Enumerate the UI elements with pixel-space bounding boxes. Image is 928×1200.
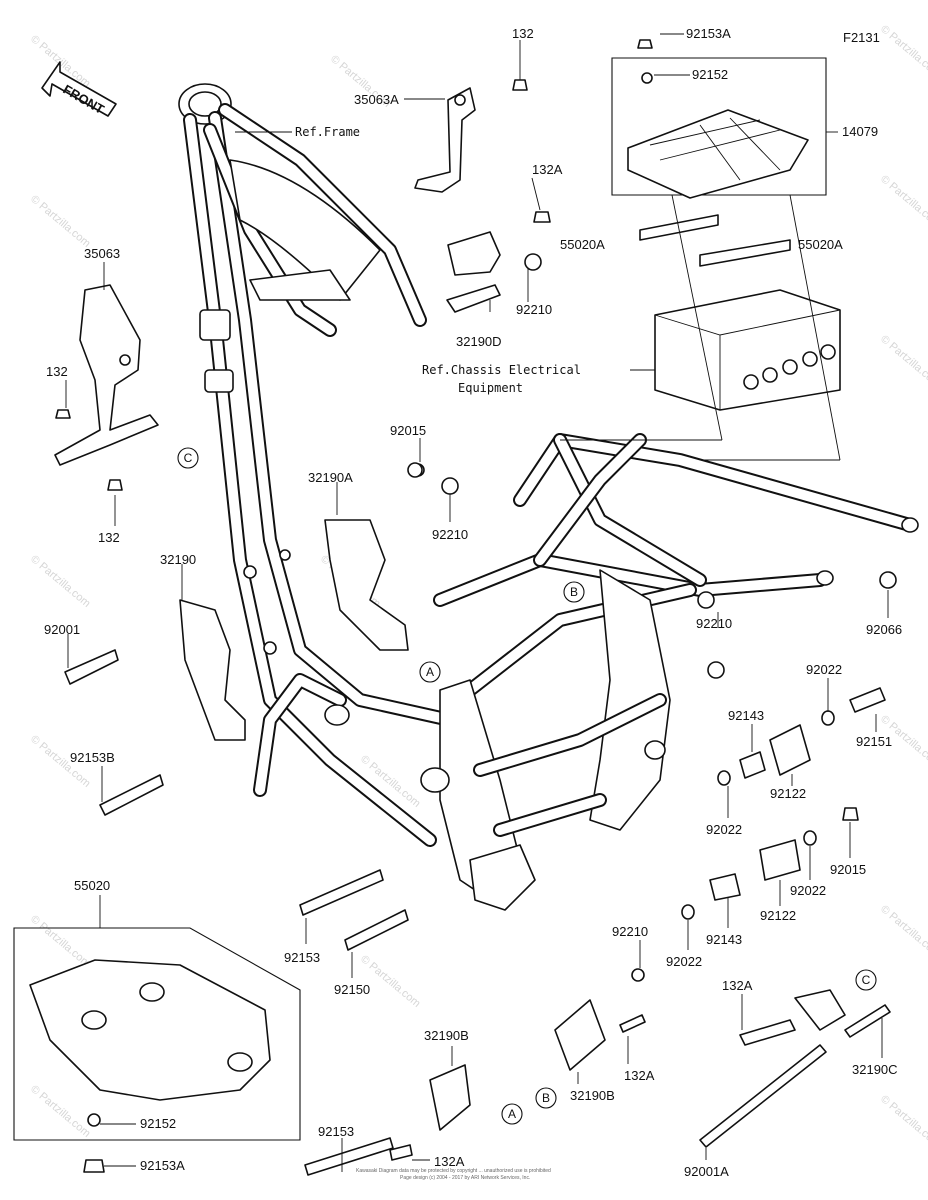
label-92143: 92143	[706, 932, 742, 947]
label-32190D: 32190D	[456, 334, 502, 349]
label-92022: 92022	[790, 883, 826, 898]
callout-c-left: C	[177, 447, 199, 469]
label-132: 132	[98, 530, 120, 545]
part-labels: 132 35063A 132A 35063 132 132 32190D 922…	[44, 26, 902, 1179]
label-132A: 132A	[722, 978, 753, 993]
label-92022: 92022	[806, 662, 842, 677]
callout-a-text: A	[426, 665, 434, 679]
label-92143: 92143	[728, 708, 764, 723]
watermark: © Partzilla.com	[878, 23, 928, 80]
diagram-code: F2131	[843, 30, 880, 45]
label-92210: 92210	[696, 616, 732, 631]
callout-c-text: C	[862, 973, 871, 987]
plate-32190	[64, 599, 246, 816]
callout-c-right: C	[855, 969, 877, 991]
label-92152: 92152	[140, 1116, 176, 1131]
watermark: © Partzilla.com	[28, 553, 92, 610]
footer-line2: Page design (c) 2004 - 2017 by ARI Netwo…	[400, 1175, 530, 1181]
watermark: © Partzilla.com	[878, 333, 928, 390]
bracket-35063	[54, 284, 159, 491]
callout-b-bottom: B	[535, 1087, 557, 1109]
label-92122: 92122	[760, 908, 796, 923]
label-132A: 132A	[434, 1154, 465, 1169]
callout-b-text: B	[542, 1091, 550, 1105]
callout-a-text: A	[508, 1107, 516, 1121]
label-92022: 92022	[666, 954, 702, 969]
label-92015: 92015	[390, 423, 426, 438]
watermark: © Partzilla.com	[878, 173, 928, 230]
label-92152: 92152	[692, 67, 728, 82]
label-92210: 92210	[612, 924, 648, 939]
label-35063: 35063	[84, 246, 120, 261]
label-92001A: 92001A	[684, 1164, 729, 1179]
label-132A: 132A	[624, 1068, 655, 1083]
callout-a-bottom: A	[501, 1103, 523, 1125]
label-32190: 32190	[160, 552, 196, 567]
label-92153A: 92153A	[140, 1158, 185, 1173]
bushing-parts	[681, 571, 897, 920]
bracket-32190D	[446, 211, 551, 313]
ref-chassis-line1: Ref.Chassis Electrical	[422, 363, 581, 377]
footer-line1: Kawasaki Diagram data may be protected b…	[356, 1168, 551, 1174]
battery-case-group	[560, 39, 841, 461]
watermark: © Partzilla.com	[28, 193, 92, 250]
label-92153: 92153	[284, 950, 320, 965]
label-92066: 92066	[866, 622, 902, 637]
ref-frame-label: Ref.Frame	[295, 125, 360, 139]
callout-a-frame: A	[419, 661, 441, 683]
main-frame	[178, 83, 919, 911]
label-132A: 132A	[532, 162, 563, 177]
bracket-35063A	[414, 79, 528, 193]
label-92015: 92015	[830, 862, 866, 877]
label-92151: 92151	[856, 734, 892, 749]
plate-32190A	[324, 462, 459, 651]
watermark: © Partzilla.com	[28, 1083, 92, 1140]
watermark: © Partzilla.com	[878, 1093, 928, 1150]
label-92153: 92153	[318, 1124, 354, 1139]
label-132: 132	[512, 26, 534, 41]
label-32190B: 32190B	[424, 1028, 469, 1043]
label-55020A: 55020A	[798, 237, 843, 252]
label-92210: 92210	[516, 302, 552, 317]
label-92122: 92122	[770, 786, 806, 801]
label-92153B: 92153B	[70, 750, 115, 765]
label-35063A: 35063A	[354, 92, 399, 107]
skid-plate-group	[13, 927, 301, 1173]
label-32190C: 32190C	[852, 1062, 898, 1077]
label-92153A: 92153A	[686, 26, 731, 41]
callout-b-frame: B	[563, 581, 585, 603]
label-92022: 92022	[706, 822, 742, 837]
watermark: © Partzilla.com	[878, 903, 928, 960]
label-92210: 92210	[432, 527, 468, 542]
label-32190B: 32190B	[570, 1088, 615, 1103]
label-55020A: 55020A	[560, 237, 605, 252]
label-132: 132	[46, 364, 68, 379]
leader-lines	[65, 33, 889, 1172]
label-14079: 14079	[842, 124, 878, 139]
label-32190A: 32190A	[308, 470, 353, 485]
callout-b-text: B	[570, 585, 578, 599]
label-92001: 92001	[44, 622, 80, 637]
ref-chassis-line2: Equipment	[458, 381, 523, 395]
bolts-lower	[299, 869, 891, 1176]
watermark: © Partzilla.com	[28, 913, 92, 970]
callout-c-text: C	[184, 451, 193, 465]
label-55020: 55020	[74, 878, 110, 893]
label-92150: 92150	[334, 982, 370, 997]
